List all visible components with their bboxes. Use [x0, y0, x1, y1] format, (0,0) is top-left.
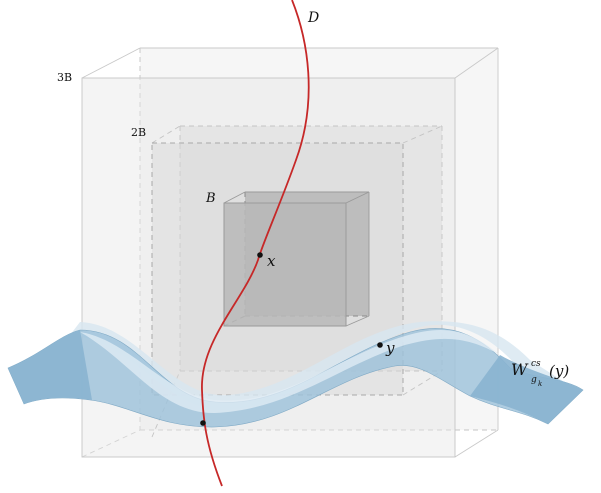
point-x — [257, 252, 263, 258]
label-manifold: W cs g k (y) — [511, 359, 569, 388]
label-x: x — [267, 252, 276, 270]
label-3b: 3B — [57, 71, 72, 84]
label-manifold-sub: g — [531, 375, 537, 385]
manifold-surface — [7, 321, 584, 428]
point-y — [377, 342, 383, 348]
surface-back-layer — [70, 321, 580, 410]
label-b: B — [205, 191, 216, 206]
label-d: D — [307, 10, 319, 26]
surface-right-flap — [470, 355, 583, 424]
curve-d — [201, 0, 310, 487]
label-manifold-arg: (y) — [549, 362, 569, 380]
label-manifold-subsub: k — [538, 380, 542, 388]
surface-highlight — [80, 330, 500, 414]
label-manifold-sup: cs — [531, 359, 541, 369]
label-y: y — [385, 339, 395, 357]
label-2b: 2B — [131, 126, 146, 139]
surface-left-flap — [8, 330, 92, 404]
intersection-point — [200, 420, 206, 426]
box-b — [223, 191, 370, 327]
label-manifold-main: W — [511, 360, 529, 379]
box-b-front-face — [223, 202, 347, 327]
